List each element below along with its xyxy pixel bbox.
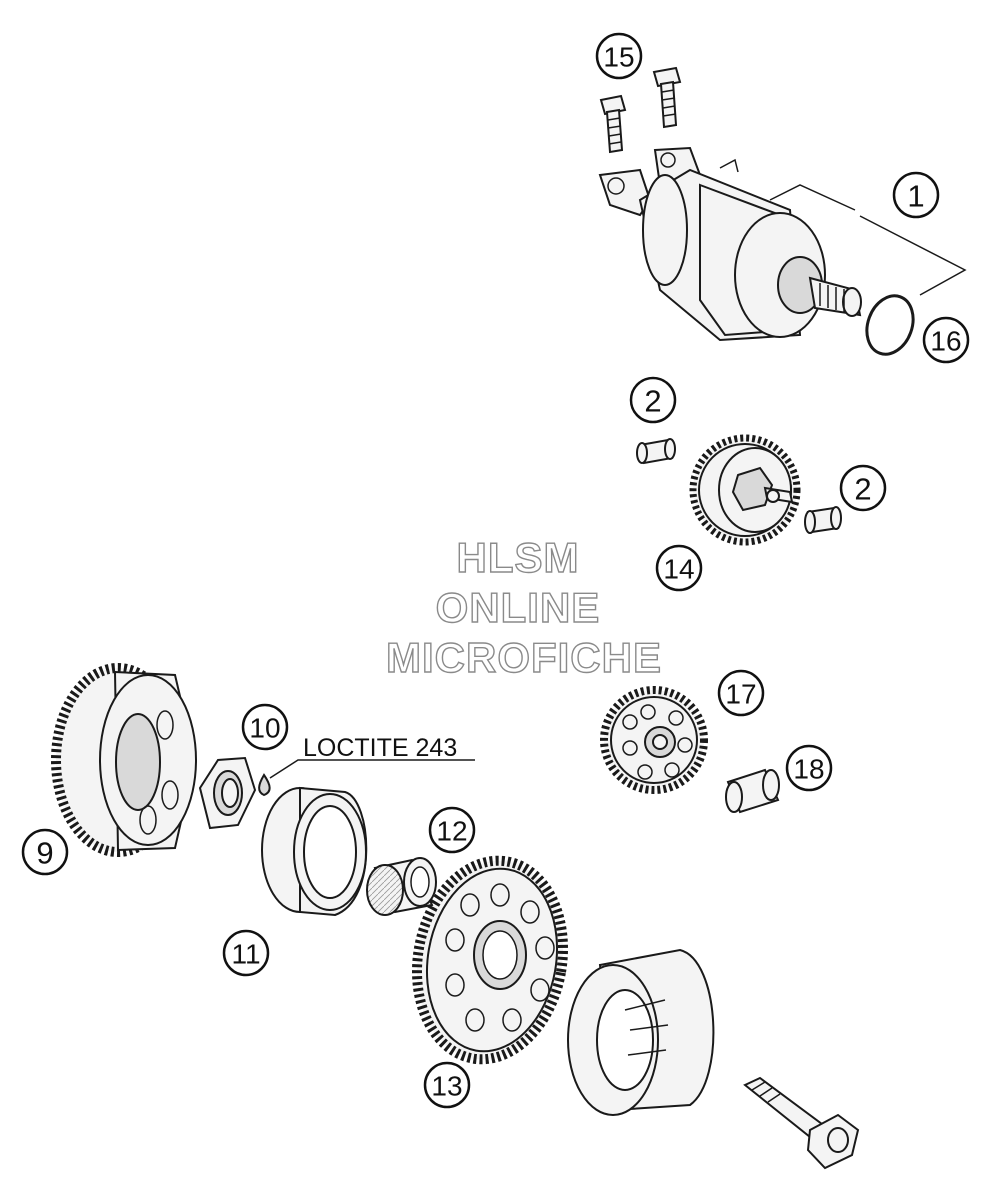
callout-1: 1 xyxy=(892,171,940,219)
intermediate-gear xyxy=(689,434,801,546)
svg-text:12: 12 xyxy=(436,816,467,847)
callout-2-left: 2 xyxy=(629,376,677,424)
large-starter-gear xyxy=(411,855,569,1065)
svg-text:9: 9 xyxy=(36,836,53,871)
svg-text:11: 11 xyxy=(231,939,260,970)
bearing-left xyxy=(636,438,676,465)
callout-12: 12 xyxy=(428,806,476,854)
mounting-bolt-left xyxy=(599,94,627,154)
loctite-drop xyxy=(258,773,271,797)
watermark-line-3: MICROFICHE xyxy=(386,634,662,681)
svg-text:15: 15 xyxy=(603,42,634,73)
gear-small xyxy=(600,686,708,794)
needle-bearing xyxy=(366,857,437,916)
svg-text:16: 16 xyxy=(930,326,961,357)
callout-bracket-1 xyxy=(769,184,967,296)
svg-text:10: 10 xyxy=(249,713,280,744)
svg-text:17: 17 xyxy=(725,679,756,710)
callout-13: 13 xyxy=(423,1061,471,1109)
callout-18: 18 xyxy=(785,744,833,792)
svg-text:2: 2 xyxy=(644,384,661,419)
svg-text:1: 1 xyxy=(907,179,924,214)
mounting-bolt-right xyxy=(652,66,682,129)
watermark: HLSM ONLINE MICROFICHE xyxy=(385,533,662,681)
flywheel xyxy=(567,948,715,1116)
loctite-label: LOCTITE 243 xyxy=(303,734,457,762)
hex-nut xyxy=(198,756,257,830)
callout-15: 15 xyxy=(595,32,643,80)
svg-text:18: 18 xyxy=(793,754,824,785)
loctite-leader xyxy=(269,759,475,779)
shaft-pin xyxy=(725,768,780,814)
bearing-right xyxy=(804,506,842,534)
starter-motor xyxy=(598,146,862,342)
freewheel-gear xyxy=(51,663,197,857)
svg-text:2: 2 xyxy=(854,472,871,507)
o-ring xyxy=(865,294,915,356)
watermark-line-1: HLSM xyxy=(457,534,580,581)
callout-17: 17 xyxy=(717,669,765,717)
callout-10: 10 xyxy=(241,703,289,751)
watermark-line-2: ONLINE xyxy=(436,584,601,631)
svg-text:14: 14 xyxy=(663,554,694,585)
callout-16: 16 xyxy=(922,316,970,364)
freewheel-ring xyxy=(261,786,368,917)
callout-9: 9 xyxy=(21,828,69,876)
callout-2-right: 2 xyxy=(839,464,887,512)
flywheel-bolt xyxy=(743,1076,860,1170)
callout-11: 11 xyxy=(222,929,270,977)
svg-text:13: 13 xyxy=(431,1071,462,1102)
callout-14: 14 xyxy=(655,544,703,592)
